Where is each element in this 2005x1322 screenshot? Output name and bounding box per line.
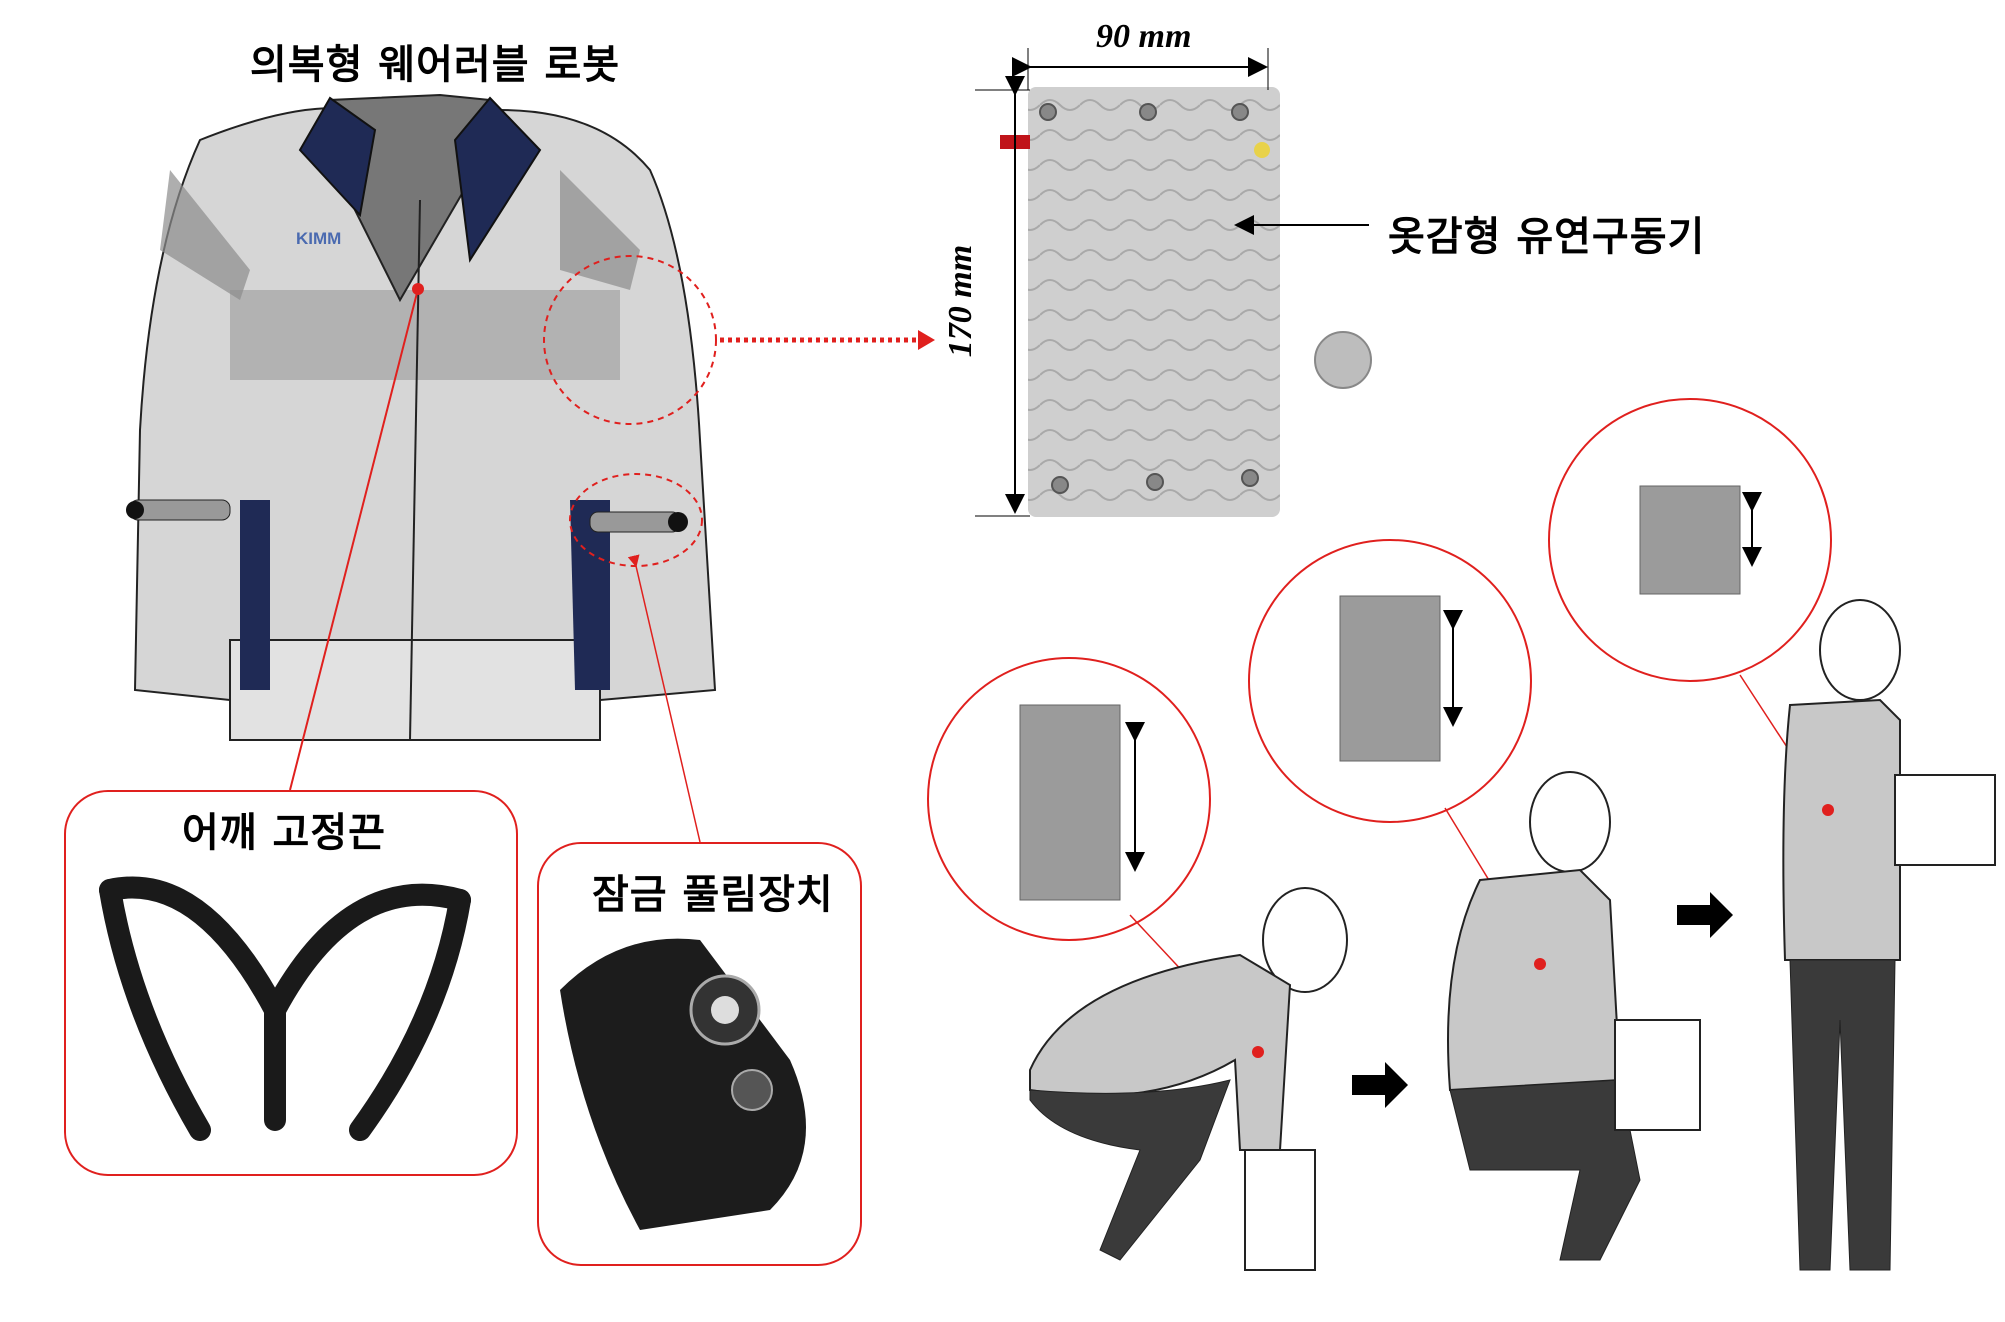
figure-bending — [1029, 887, 1348, 1271]
title: 의복형 웨어러블 로봇 — [250, 42, 621, 88]
actuator-photo — [1000, 87, 1280, 517]
height-label: 170 mm — [942, 244, 980, 358]
shoulder-strap-label: 어깨 고정끈 — [182, 810, 386, 856]
actuator-label: 옷감형 유연구동기 — [1388, 214, 1706, 260]
lock-release-label: 잠금 풀림장치 — [592, 872, 834, 918]
width-label: 90 mm — [1096, 18, 1192, 55]
figure-squatting — [1447, 771, 1701, 1261]
kimm-logo: KIMM — [296, 229, 341, 248]
strap-pointer-line — [289, 288, 419, 791]
stage-circles — [927, 398, 1832, 941]
figure-standing — [1782, 599, 1996, 1271]
lock-pointer-line — [627, 554, 701, 843]
step-arrow-1 — [1352, 1062, 1408, 1108]
jacket-illustration: KIMM — [126, 93, 717, 741]
actuator-highlight-circle — [543, 255, 717, 425]
coin-for-scale — [1314, 331, 1372, 389]
actuator-stage-icons — [1019, 485, 1762, 901]
step-arrow-2 — [1677, 892, 1733, 938]
